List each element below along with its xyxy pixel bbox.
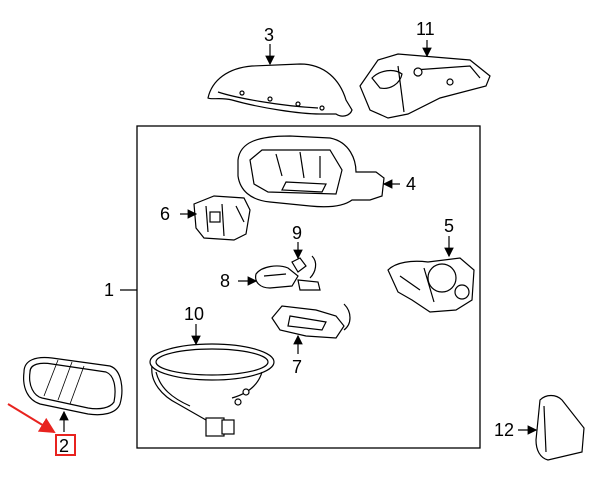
callout-2: 2: [59, 436, 70, 456]
part-12-trim-cover: [535, 394, 585, 461]
part-11-housing: [359, 53, 491, 119]
part-9-clip: [291, 255, 317, 279]
callout-4: 4: [406, 174, 417, 194]
leader-lines: [59, 40, 538, 435]
part-4-mirror-housing: [237, 135, 385, 208]
callout-5: 5: [444, 216, 455, 236]
part-5-backing-plate: [387, 257, 475, 313]
highlight-box: [55, 434, 76, 456]
callout-10: 10: [184, 304, 205, 324]
assembly-frame: [136, 125, 481, 449]
callout-7: 7: [292, 357, 303, 377]
highlight-arrow: [7, 403, 56, 434]
part-10-wiring-harness: [149, 343, 275, 437]
part-6-actuator: [193, 195, 251, 241]
part-3-cover-cap: [207, 63, 353, 117]
part-2-mirror-glass: [23, 356, 123, 416]
callout-8: 8: [220, 271, 231, 291]
callout-12: 12: [494, 420, 515, 440]
callout-11: 11: [416, 19, 435, 39]
callout-1: 1: [104, 280, 115, 300]
part-7-bracket: [271, 303, 351, 339]
callout-3: 3: [264, 25, 275, 45]
callout-9: 9: [292, 223, 303, 243]
callout-6: 6: [160, 204, 171, 224]
